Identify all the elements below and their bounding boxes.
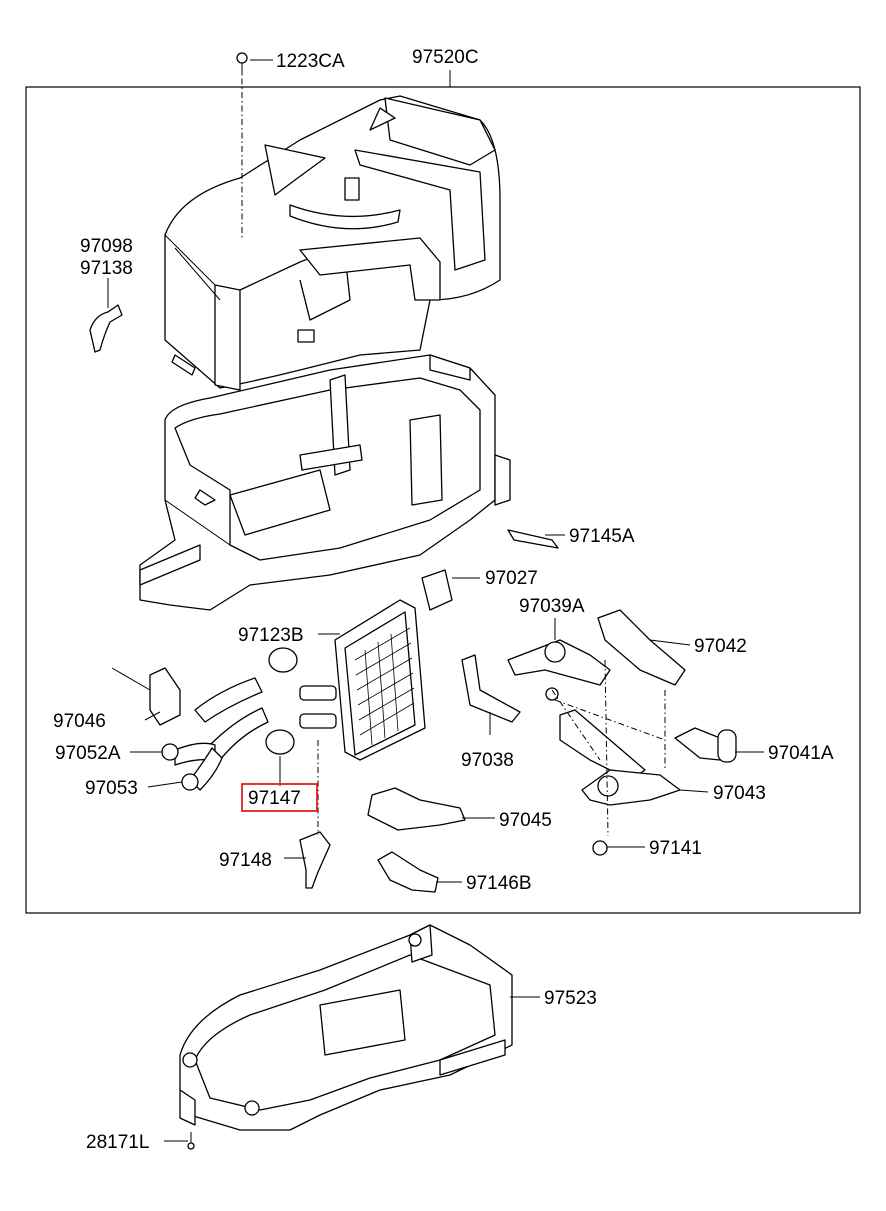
assembly-guide-lines	[241, 65, 666, 837]
label-97042: 97042	[694, 636, 747, 657]
label-97138: 97138	[80, 258, 133, 279]
lever-linkage-parts	[299, 529, 737, 893]
label-97123B: 97123B	[238, 625, 304, 646]
label-97045: 97045	[499, 810, 552, 831]
lower-case	[139, 354, 511, 611]
label-97039A: 97039A	[519, 596, 585, 617]
label-97046: 97046	[53, 711, 106, 732]
label-97147: 97147	[248, 788, 301, 809]
assembly-frame	[25, 86, 861, 914]
label-97038: 97038	[461, 750, 514, 771]
label-97053: 97053	[85, 778, 138, 799]
leader-lines	[107, 59, 764, 1142]
label-1223CA: 1223CA	[276, 51, 345, 72]
label-97098: 97098	[80, 236, 133, 257]
screw-1223CA	[236, 52, 248, 74]
hose-and-seal-parts	[111, 647, 298, 791]
label-97027: 97027	[485, 568, 538, 589]
label-97520C: 97520C	[412, 47, 479, 68]
label-97146B: 97146B	[466, 873, 532, 894]
harness-97098	[89, 304, 123, 353]
highlight-box-97147	[241, 783, 318, 812]
label-97145A: 97145A	[569, 526, 635, 547]
bottom-case-97523	[179, 924, 513, 1131]
label-97523: 97523	[544, 988, 597, 1009]
part-labels: 1223CA 97520C 97098 97138 97145A 97027 9…	[53, 47, 834, 1153]
upper-case-97520C	[164, 95, 501, 391]
label-97041A: 97041A	[768, 743, 834, 764]
screw-28171L	[187, 1132, 195, 1150]
label-28171L: 28171L	[86, 1132, 149, 1153]
label-97043: 97043	[713, 783, 766, 804]
label-97141: 97141	[649, 838, 702, 859]
label-97148: 97148	[219, 850, 272, 871]
label-97052A: 97052A	[55, 743, 121, 764]
heater-core-97123B	[299, 599, 426, 761]
